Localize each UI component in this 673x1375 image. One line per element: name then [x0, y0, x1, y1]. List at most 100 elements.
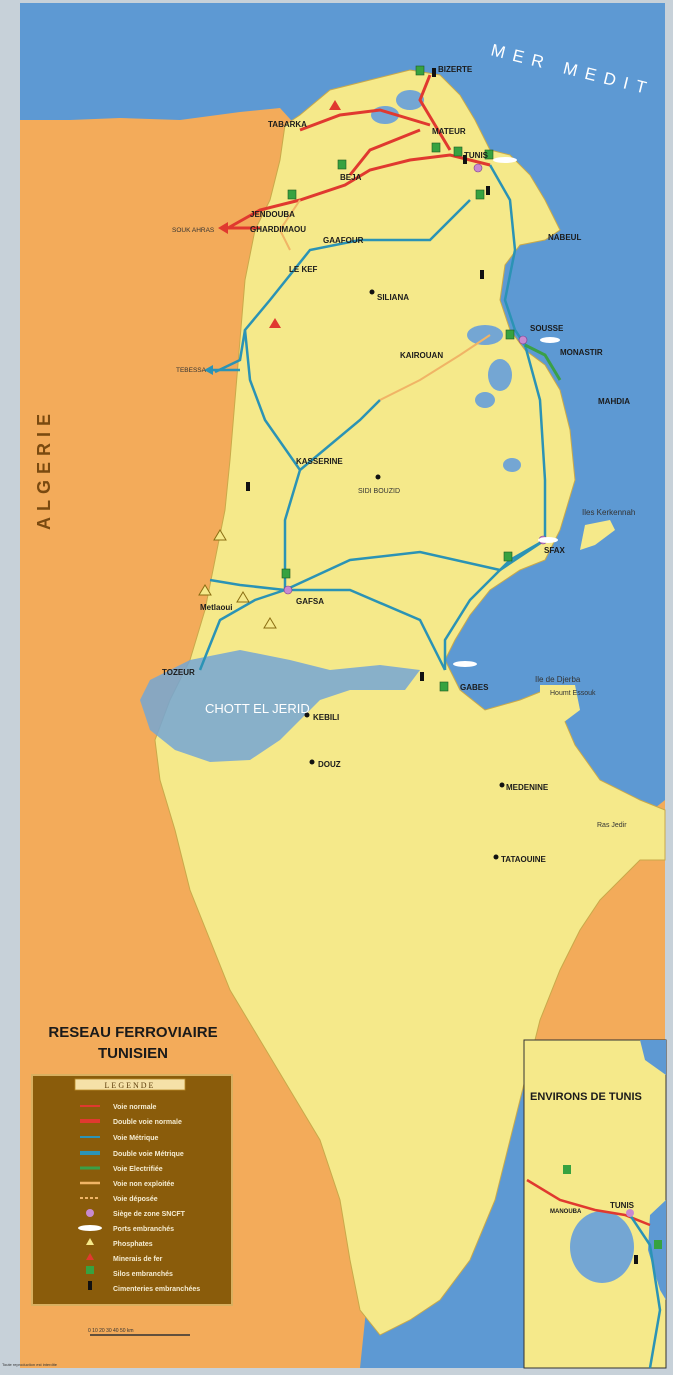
city-label: Metlaoui — [200, 603, 232, 612]
silo-icon — [281, 568, 291, 579]
sncft-seat-icon — [473, 163, 483, 173]
legend-label: Minerais de fer — [113, 1256, 163, 1263]
city-label: DOUZ — [318, 760, 341, 769]
inset-city-label: TUNIS — [610, 1201, 635, 1210]
city-label: Iles Kerkennah — [582, 508, 635, 517]
map-title-line1: RESEAU FERROVIAIRE — [48, 1024, 217, 1041]
city-label: GAFSA — [296, 597, 324, 606]
legend-label: Silos embranchés — [113, 1271, 173, 1278]
legend-label: Siège de zone SNCFT — [113, 1211, 186, 1218]
line-gafsa-tozeur — [198, 588, 286, 671]
cement-icon — [463, 155, 467, 164]
lake-sfax — [503, 458, 521, 472]
city-label: KAIROUAN — [400, 351, 443, 360]
country-label-algerie: ALGERIE — [34, 408, 54, 530]
cement-icon — [634, 1255, 638, 1264]
cement-icons — [246, 68, 490, 681]
legend-swatch-phosphates — [86, 1238, 94, 1245]
legend-label: Double voie normale — [113, 1119, 182, 1126]
line-mateur-tabarka — [299, 108, 431, 132]
city-label: Ile de Djerba — [535, 675, 581, 684]
map-title-line2: TUNISIEN — [98, 1045, 168, 1062]
port-icon — [538, 537, 558, 543]
legend-swatch-minerais — [86, 1253, 94, 1260]
city-dot — [304, 712, 310, 718]
unused-lines — [278, 199, 491, 401]
legend-label: Voie Métrique — [113, 1135, 158, 1142]
lake-kairouan-2 — [488, 359, 512, 391]
city-label: BIZERTE — [438, 65, 473, 74]
city-label: TEBESSA — [176, 367, 207, 374]
city-label: GABES — [460, 683, 489, 692]
legend-label: Phosphates — [113, 1241, 153, 1248]
line-ghardimaou-unused — [278, 199, 301, 251]
silo-icon — [484, 149, 494, 160]
city-label: LE KEF — [289, 265, 318, 274]
legend-heading: LEGENDE — [105, 1081, 156, 1090]
legend-label: Voie déposée — [113, 1196, 158, 1203]
line-tunis-ghardimaou — [227, 153, 491, 230]
city-label: BEJA — [340, 173, 362, 182]
legend-swatch-siege — [86, 1209, 94, 1217]
normal-lines — [227, 74, 491, 230]
city-label: MEDENINE — [506, 783, 549, 792]
cement-icon — [480, 270, 484, 279]
line-gafsa-sfax — [284, 538, 546, 592]
city-label: MONASTIR — [560, 348, 603, 357]
inset-lake — [570, 1211, 634, 1283]
legend-label: Double voie Métrique — [113, 1151, 184, 1158]
lake-label: CHOTT EL JERID — [205, 701, 310, 716]
port-icon — [493, 157, 517, 163]
legend: LEGENDE Voie normale Double voie normale… — [31, 1074, 233, 1306]
line-kasserine-sfax — [299, 399, 381, 471]
legend-box — [31, 1074, 233, 1306]
sncft-seat-icon — [518, 335, 528, 345]
silo-icon — [415, 65, 425, 76]
phosphate-icon — [213, 529, 227, 541]
inset-environs-tunis: ENVIRONS DE TUNIS MANOUBA TUNIS — [523, 1039, 667, 1369]
arrow-head-souk-ahras — [218, 222, 228, 234]
inset-city-label: MANOUBA — [550, 1209, 582, 1215]
phosphate-icon — [236, 591, 250, 603]
line-beja-mateur — [348, 128, 421, 176]
city-label: NABEUL — [548, 233, 581, 242]
legend-swatch-silos — [86, 1266, 94, 1274]
city-label: KASSERINE — [296, 457, 343, 466]
city-label: TUNIS — [464, 151, 489, 160]
city-dot — [499, 782, 505, 788]
city-dot — [493, 854, 499, 860]
cement-icon — [246, 482, 250, 491]
city-label: SILIANA — [377, 293, 409, 302]
silo-icon — [505, 329, 515, 340]
city-label: GAAFOUR — [323, 236, 364, 245]
silo-icon — [287, 189, 297, 200]
silo-icon — [439, 681, 449, 692]
silo-icon — [337, 159, 347, 170]
city-label: SFAX — [544, 546, 566, 555]
footer-note: Toute reproduction est interdite — [2, 1362, 58, 1367]
city-label: TABARKA — [268, 120, 307, 129]
line-kairouan-unused — [379, 334, 491, 401]
legend-label: Ports embranchés — [113, 1226, 174, 1233]
city-label: MATEUR — [432, 127, 466, 136]
line-bizerte-mateur — [418, 74, 452, 151]
silo-icon — [503, 551, 513, 562]
chott-el-jerid — [140, 650, 420, 762]
silo-icon — [654, 1240, 662, 1249]
city-label: SIDI BOUZID — [358, 488, 400, 495]
city-label: TATAOUINE — [501, 855, 547, 864]
legend-label: Voie normale — [113, 1104, 157, 1111]
silo-icon — [453, 146, 463, 157]
scale-bar-label: 0 10 20 30 40 50 km — [88, 1328, 134, 1334]
legend-swatch-ports — [78, 1225, 102, 1231]
city-label: SOUSSE — [530, 324, 564, 333]
city-label: Houmt Essouk — [550, 690, 596, 697]
sncft-seat-icon — [626, 1209, 634, 1217]
iron-ore-icon — [269, 318, 281, 328]
city-label: KEBILI — [313, 713, 339, 722]
city-label: MAHDIA — [598, 397, 630, 406]
city-label: JENDOUBA — [250, 210, 295, 219]
lake-kairouan-3 — [475, 392, 495, 408]
